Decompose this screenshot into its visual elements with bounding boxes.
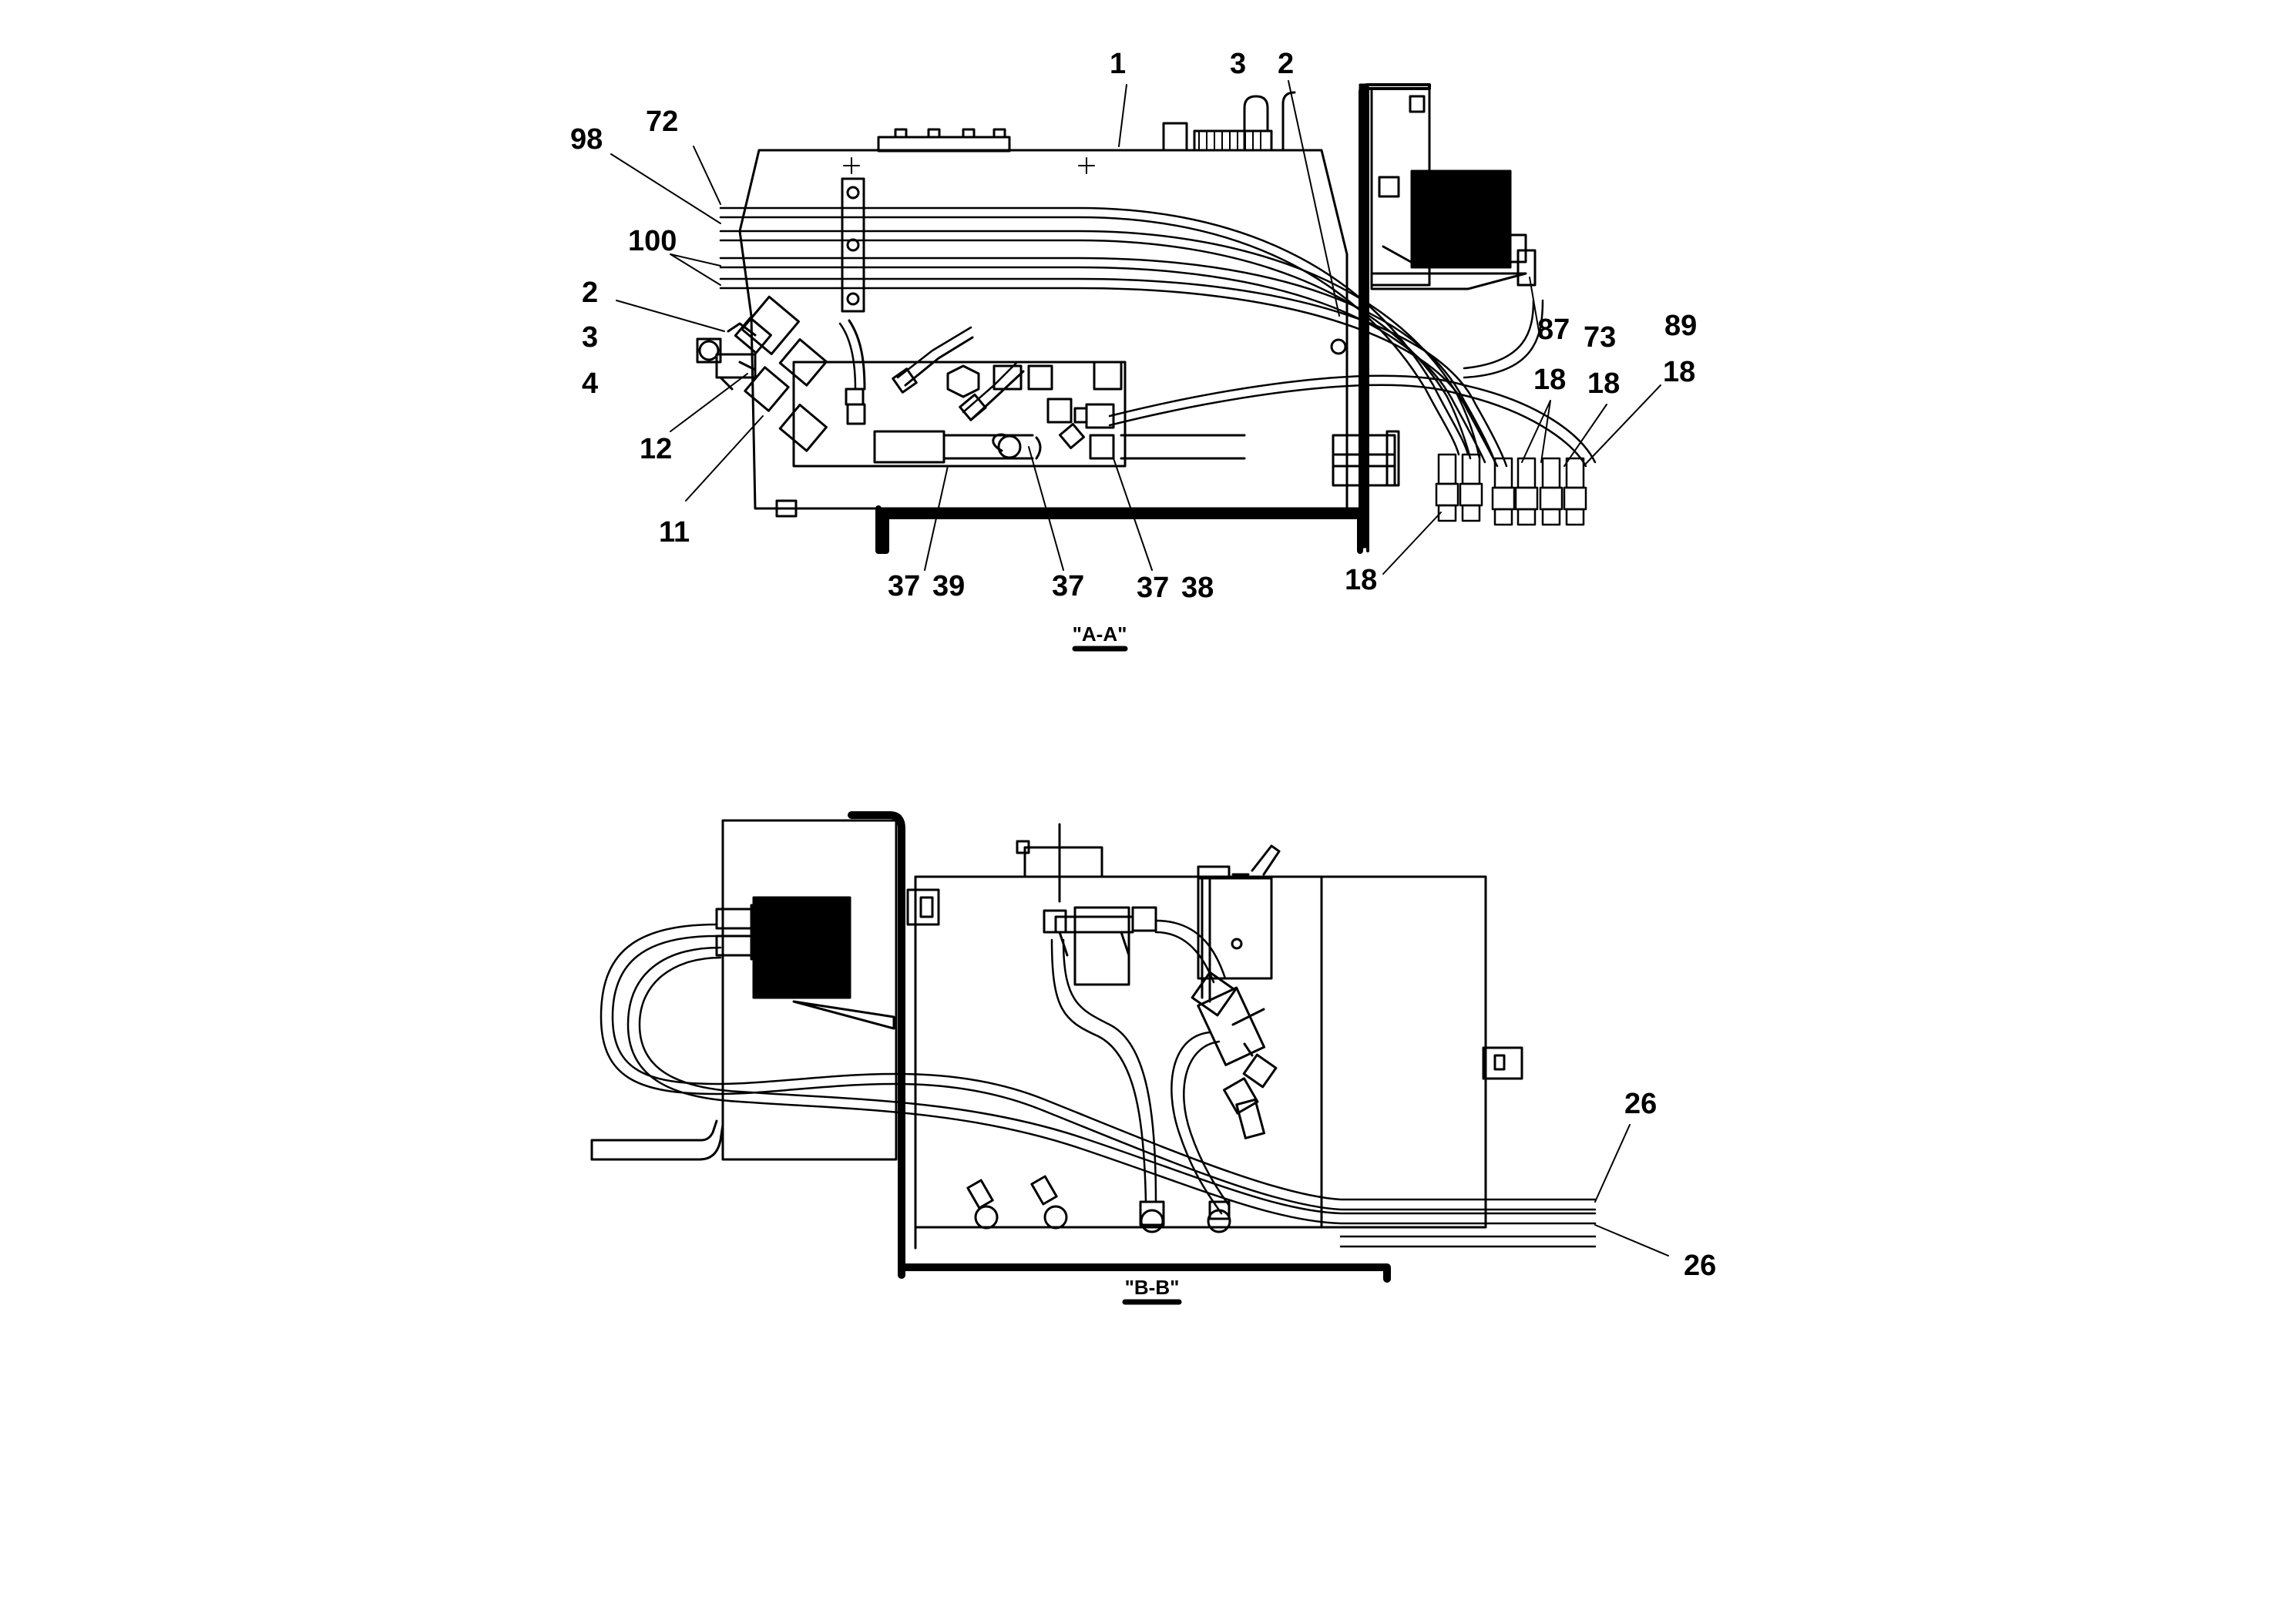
label-37-c: 37 [1137, 572, 1169, 604]
label-73: 73 [1584, 321, 1616, 354]
strap-bracket [841, 177, 865, 313]
labels-bb: 26 26 "B-B" [1125, 1088, 1717, 1299]
label-2-left: 2 [582, 277, 598, 309]
left-valve-cluster [696, 295, 828, 452]
label-38: 38 [1181, 572, 1214, 604]
label-11: 11 [659, 516, 690, 549]
filler-cap [1023, 846, 1103, 878]
label-98: 98 [570, 123, 603, 156]
label-18-d: 18 [1345, 564, 1377, 596]
label-3-left: 3 [582, 321, 598, 354]
label-37-a: 37 [888, 570, 920, 602]
label-26-b: 26 [1684, 1250, 1716, 1282]
label-72: 72 [646, 106, 678, 138]
top-hoses [719, 206, 1508, 468]
label-26-a: 26 [1624, 1088, 1657, 1120]
leader-lines-bb [1122, 1124, 1669, 1305]
top-plate [877, 136, 1011, 153]
long-hoses-bb [600, 923, 1597, 1248]
filter-37-39 [873, 430, 945, 464]
label-100: 100 [628, 225, 677, 257]
tank-body-bb [914, 875, 1487, 1229]
view-title-aa: "A-A" [1073, 622, 1127, 646]
label-2-top: 2 [1278, 48, 1294, 80]
label-87: 87 [1537, 314, 1570, 346]
label-1: 1 [1110, 48, 1126, 80]
label-39: 39 [932, 570, 965, 602]
valve-block [792, 361, 1127, 468]
mount-plate-bb [721, 819, 898, 1161]
label-4: 4 [582, 367, 598, 400]
connector-block [1193, 129, 1273, 152]
fitting-row-18 [1435, 453, 1587, 526]
view-title-bb: "B-B" [1125, 1276, 1180, 1299]
view-bb-drawing [590, 811, 1669, 1305]
black-block-aa [1410, 169, 1512, 269]
label-37-b: 37 [1052, 570, 1084, 602]
long-hose [1108, 374, 1597, 464]
label-3-top: 3 [1230, 48, 1246, 80]
view-aa-drawing [610, 80, 1661, 652]
label-18-b: 18 [1587, 367, 1620, 400]
label-18-c: 18 [1663, 356, 1695, 388]
labels-aa: 1 3 2 72 98 100 2 3 4 12 11 87 73 89 18 … [570, 48, 1697, 646]
label-12: 12 [640, 433, 672, 465]
label-89: 89 [1664, 310, 1697, 342]
leader-lines-aa [610, 80, 1661, 652]
label-18-a: 18 [1533, 364, 1566, 396]
